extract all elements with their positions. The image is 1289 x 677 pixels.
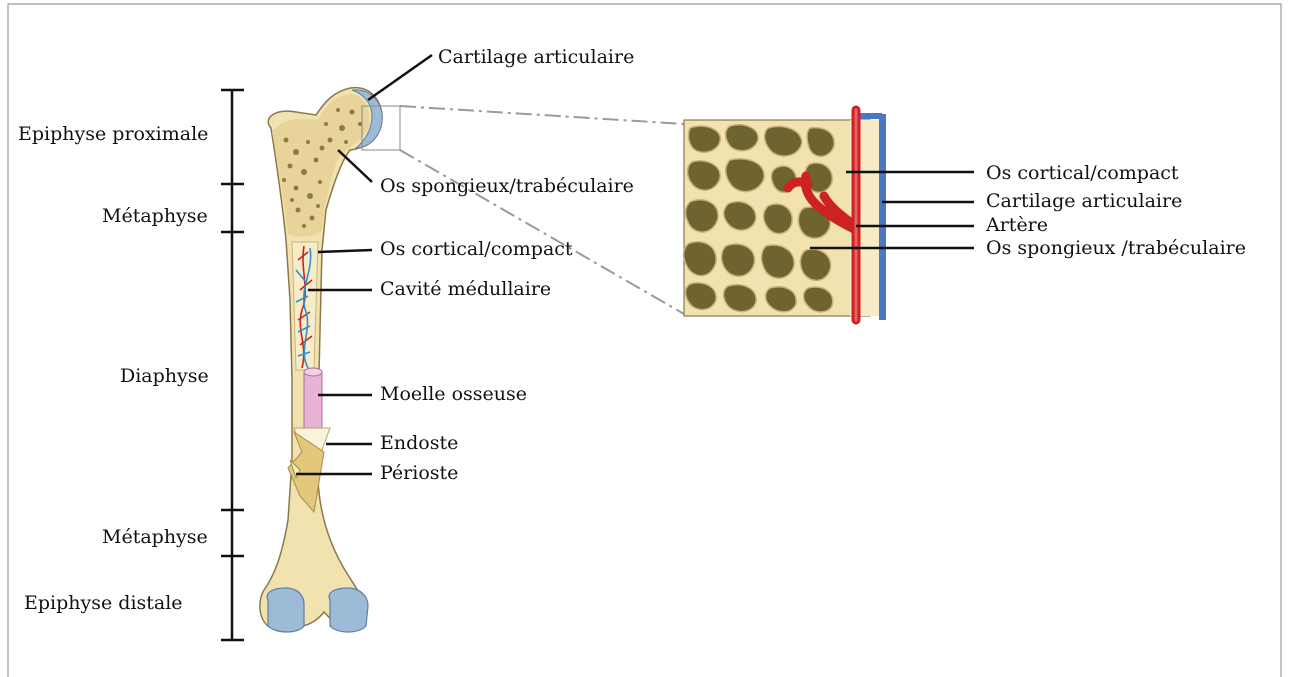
- zoom-panel: [684, 110, 887, 320]
- figure-frame: [8, 4, 1281, 677]
- region-label-metaphyse-proximale: Métaphyse: [102, 205, 208, 227]
- bone-marrow-tube: [304, 368, 322, 430]
- zoom-label-cartilage: Cartilage articulaire: [986, 190, 1182, 212]
- region-bracket: [221, 90, 244, 640]
- region-label-diaphyse: Diaphyse: [120, 365, 209, 387]
- label-cavite-medullaire: Cavité médullaire: [380, 278, 551, 300]
- label-perioste: Périoste: [380, 462, 458, 484]
- label-endoste: Endoste: [380, 432, 458, 454]
- region-label-metaphyse-distale: Métaphyse: [102, 526, 208, 548]
- label-cartilage-articulaire: Cartilage articulaire: [438, 46, 634, 68]
- label-os-spongieux: Os spongieux/trabéculaire: [380, 175, 634, 197]
- femur-illustration: [260, 88, 400, 632]
- distal-cartilage-right: [329, 588, 368, 632]
- zoom-label-os-spongieux: Os spongieux /trabéculaire: [986, 237, 1246, 259]
- label-os-cortical: Os cortical/compact: [380, 238, 573, 260]
- zoom-label-os-cortical: Os cortical/compact: [986, 162, 1179, 184]
- zoom-blue-layer: [879, 114, 886, 320]
- region-label-epiphyse-proximale: Epiphyse proximale: [18, 123, 208, 145]
- label-moelle-osseuse: Moelle osseuse: [380, 383, 527, 405]
- region-label-epiphyse-distale: Epiphyse distale: [24, 592, 183, 614]
- distal-cartilage-left: [267, 588, 304, 632]
- zoom-label-artere: Artère: [986, 214, 1048, 236]
